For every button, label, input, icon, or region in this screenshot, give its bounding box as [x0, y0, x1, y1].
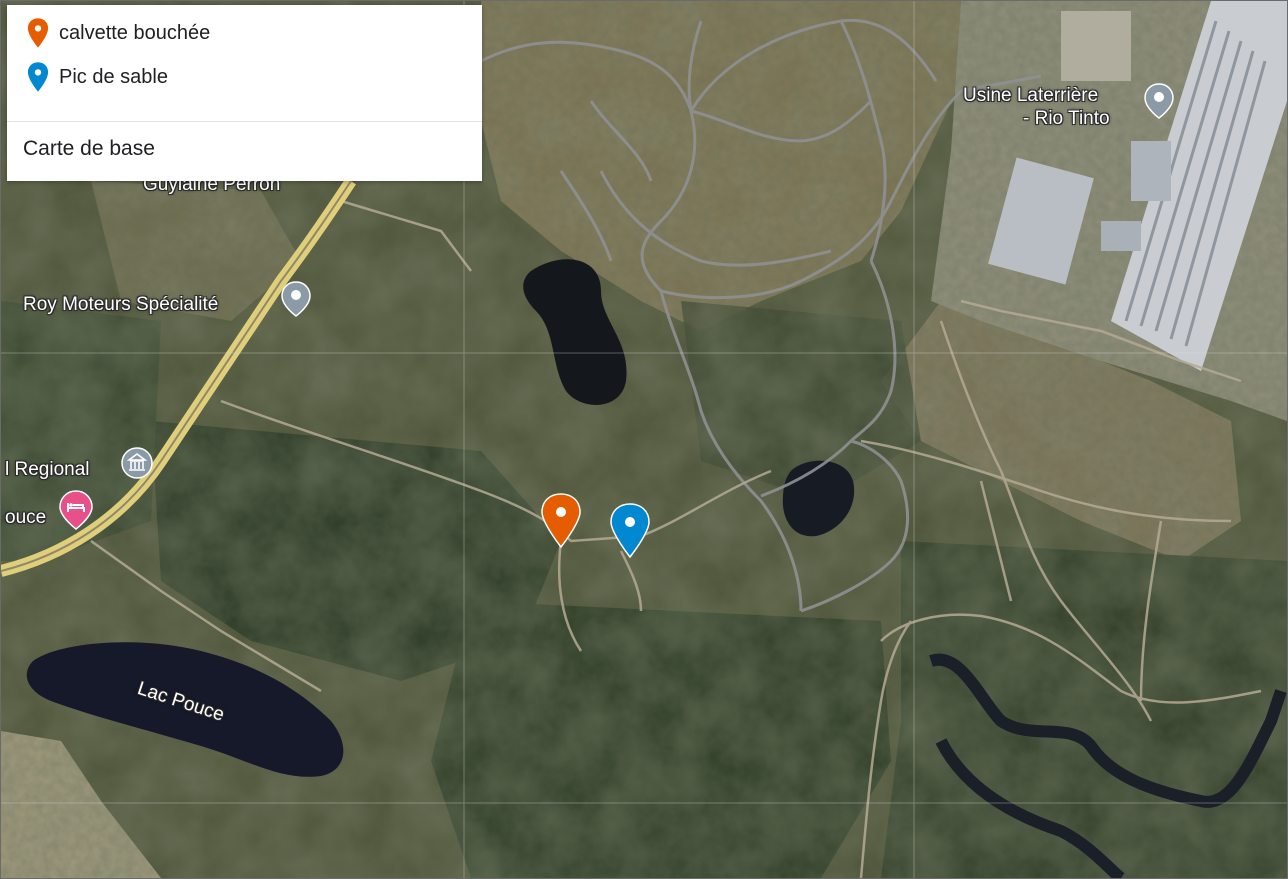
- marker-calvette-bouchee: [541, 493, 581, 549]
- basemap-button[interactable]: Carte de base: [23, 137, 155, 160]
- pond-north: [523, 259, 627, 405]
- orange-pin-icon: [25, 17, 51, 49]
- label-roy-moteurs[interactable]: Roy Moteurs Spécialité: [23, 294, 219, 315]
- label-regional[interactable]: l Regional: [5, 459, 90, 480]
- poi-pin-icon-usine: [1144, 83, 1174, 119]
- lac-pouce: [26, 642, 344, 777]
- blue-pin-icon: [25, 61, 51, 93]
- dirt-roads: [90, 199, 1262, 878]
- poi-pin-icon-roy: [281, 281, 311, 317]
- label-usine-line1[interactable]: Usine Laterrière: [963, 85, 1099, 106]
- label-pouce[interactable]: ouce: [5, 507, 47, 528]
- legend-label-pic-de-sable: Pic de sable: [59, 65, 168, 88]
- river: [929, 653, 1287, 878]
- legend-item-calvette[interactable]: calvette bouchée: [7, 13, 210, 53]
- trails: [480, 18, 1042, 613]
- highway-center: [1, 180, 352, 572]
- legend-panel: calvette bouchée Pic de sable Carte de b…: [7, 5, 482, 181]
- legend-divider: [7, 121, 482, 122]
- label-usine-line2[interactable]: - Rio Tinto: [1023, 108, 1110, 129]
- legend-item-pic-de-sable[interactable]: Pic de sable: [7, 57, 168, 97]
- hotel-icon: [59, 490, 93, 530]
- factory-complex: [988, 1, 1287, 371]
- museum-icon: [121, 447, 153, 479]
- legend-label-calvette: calvette bouchée: [59, 21, 211, 44]
- marker-pic-de-sable: [610, 503, 650, 559]
